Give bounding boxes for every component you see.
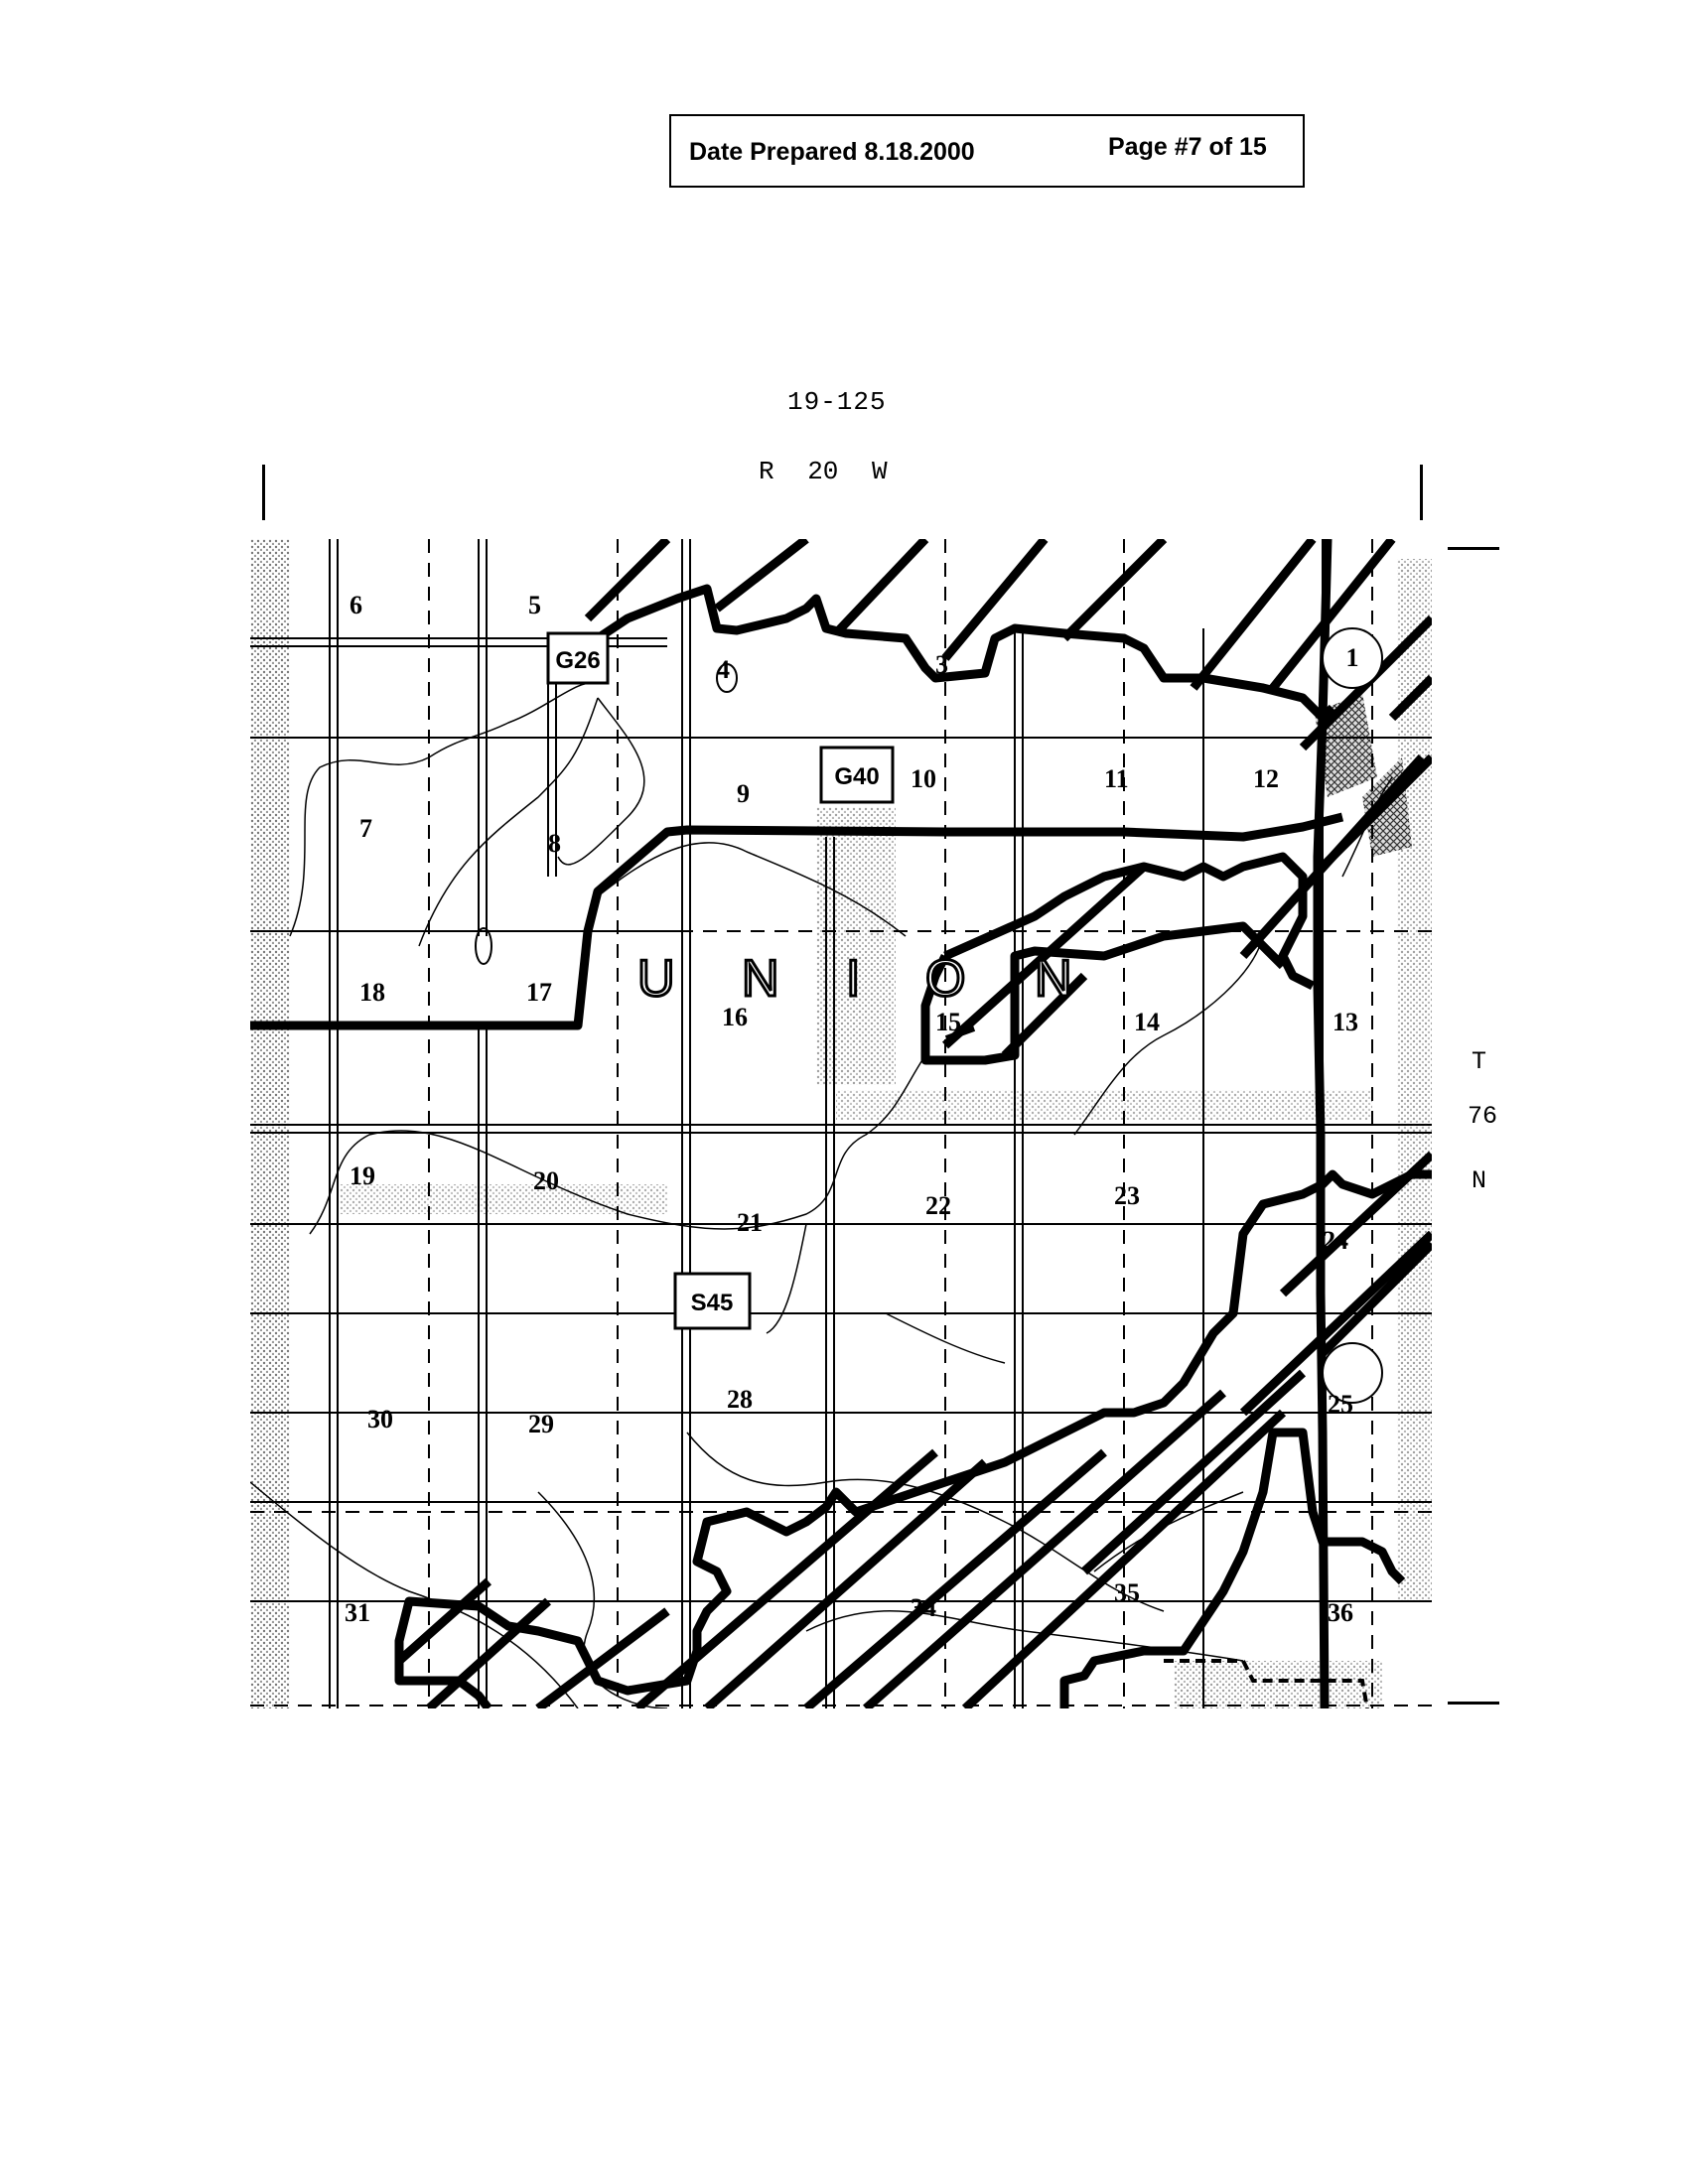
section-number: 13 [1333, 1008, 1358, 1036]
shaded-road [836, 1090, 1372, 1120]
shaded-strip-east [1397, 559, 1432, 1601]
place-letter: N [1035, 950, 1072, 1008]
place-letter: I [846, 950, 860, 1008]
section-number: 22 [925, 1191, 951, 1220]
place-name: U N I O N [636, 949, 1074, 1010]
range-left-tick [262, 465, 265, 520]
section-number: 1 [1346, 643, 1359, 672]
section-number: 14 [1134, 1008, 1160, 1036]
township-t: T [1472, 1047, 1487, 1076]
boundary-lines [250, 539, 1432, 1708]
section-number: 34 [911, 1593, 936, 1622]
section-number: 7 [359, 814, 372, 843]
section-number: 28 [727, 1385, 753, 1414]
section-number: 17 [526, 978, 552, 1007]
map-svg: G26 G40 S45 U N I O N 6 5 4 3 1 7 8 9 [250, 539, 1432, 1708]
svg-text:G26: G26 [555, 647, 600, 674]
section-number: 36 [1328, 1598, 1353, 1627]
place-letter: N [742, 950, 779, 1008]
place-letter: U [637, 950, 675, 1008]
section-number: 3 [935, 650, 948, 679]
section-number: 8 [548, 829, 561, 858]
pond-marks [475, 663, 976, 1041]
svg-text:G40: G40 [834, 763, 879, 790]
section-number: 15 [935, 1008, 961, 1036]
section-number: 18 [359, 978, 385, 1007]
page-number: Page #7 of 15 [1108, 133, 1267, 161]
township-number: 76 [1468, 1102, 1498, 1131]
sheet-id: 19-125 [787, 387, 887, 417]
section-number: 19 [350, 1161, 375, 1190]
section-number: 11 [1104, 764, 1129, 793]
boxed-label-g26: G26 [546, 631, 610, 685]
boxed-label-g40: G40 [819, 746, 895, 804]
township-bottom-tick [1448, 1702, 1499, 1705]
range-label: R 20 W [759, 457, 888, 486]
section-number: 12 [1253, 764, 1279, 793]
range-right-tick [1420, 465, 1423, 520]
date-prepared: Date Prepared 8.18.2000 [689, 138, 975, 166]
section-numbers: 6 5 4 3 1 7 8 9 10 11 12 18 17 16 15 14 … [345, 591, 1359, 1627]
section-number: 20 [533, 1166, 559, 1195]
section-number: 30 [367, 1405, 393, 1433]
marker-circle [1322, 627, 1383, 689]
section-number: 23 [1114, 1181, 1140, 1210]
section-number: 25 [1328, 1390, 1353, 1419]
section-number: 5 [528, 591, 541, 619]
streams [250, 681, 1393, 1708]
shaded-area [816, 807, 896, 1085]
svg-text:S45: S45 [691, 1290, 734, 1316]
section-number: 31 [345, 1598, 370, 1627]
section-number: 16 [722, 1003, 748, 1031]
marker-circle [1322, 1342, 1383, 1404]
shaded-area [1174, 1661, 1382, 1708]
boxed-label-s45: S45 [673, 1272, 752, 1330]
township-n: N [1472, 1166, 1487, 1195]
section-number: 24 [1323, 1226, 1348, 1255]
place-letter: O [925, 950, 965, 1008]
section-number: 10 [911, 764, 936, 793]
header-box: Date Prepared 8.18.2000 Page #7 of 15 [669, 114, 1305, 188]
section-number: 35 [1114, 1578, 1140, 1607]
section-number: 9 [737, 779, 750, 808]
section-number: 21 [737, 1208, 763, 1237]
section-number: 6 [350, 591, 362, 619]
dashed-boundary [1164, 1659, 1369, 1708]
section-number: 29 [528, 1410, 554, 1438]
township-map: G26 G40 S45 U N I O N 6 5 4 3 1 7 8 9 [250, 539, 1432, 1708]
township-top-tick [1448, 547, 1499, 550]
section-number: 4 [717, 655, 730, 684]
